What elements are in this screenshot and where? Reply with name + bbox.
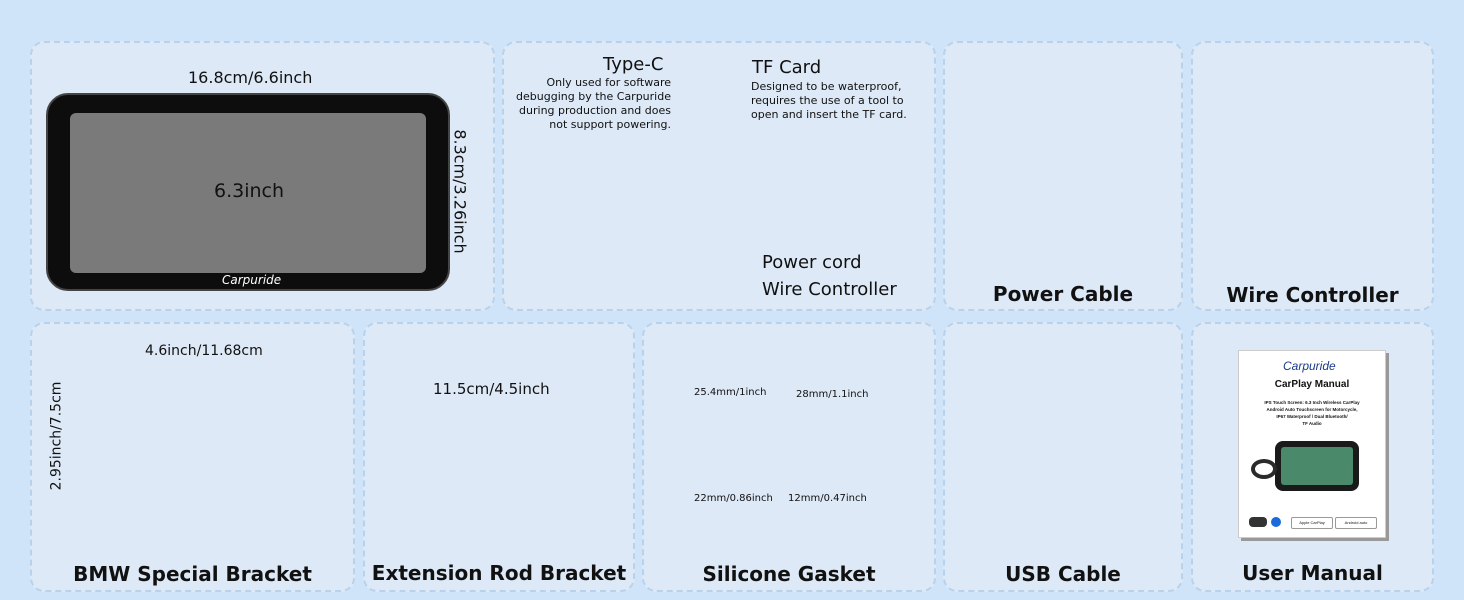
usb-cable-label: USB Cable: [1005, 562, 1121, 586]
screen-brand-logo: Carpuride: [222, 273, 282, 287]
power-cord-label: Power cord: [762, 252, 862, 273]
bmw-height-label: 2.95inch/7.5cm: [48, 381, 65, 491]
manual-motorcycle-icon: [1249, 517, 1267, 527]
screen-diagonal-label: 6.3inch: [214, 180, 285, 202]
gasket-size-2: 28mm/1.1inch: [796, 389, 869, 400]
power-cable-label: Power Cable: [992, 282, 1134, 306]
screen-width-label: 16.8cm/6.6inch: [182, 68, 319, 87]
screen-device: [46, 93, 450, 291]
manual-subtitle: IPS Touch Screen: 6.3 Inch Wireless CarP…: [1264, 400, 1360, 426]
manual-brand: Carpuride: [1283, 359, 1336, 373]
bmw-bracket-label: BMW Special Bracket: [73, 562, 312, 586]
gasket-size-3: 22mm/0.86inch: [694, 493, 773, 504]
manual-mount-icon: [1251, 459, 1277, 479]
manual-badge-carplay: Apple CarPlay: [1291, 517, 1333, 529]
silicone-gasket-label: Silicone Gasket: [702, 562, 876, 586]
extension-length-label: 11.5cm/4.5inch: [430, 380, 553, 398]
extension-rod-label: Extension Rod Bracket: [371, 561, 627, 585]
gasket-size-1: 25.4mm/1inch: [694, 387, 767, 398]
manual-cover: Carpuride CarPlay Manual IPS Touch Scree…: [1238, 350, 1386, 538]
screen-height-label: 8.3cm/3.26inch: [450, 123, 470, 260]
manual-title: CarPlay Manual: [1274, 379, 1350, 390]
bmw-width-label: 4.6inch/11.68cm: [142, 343, 266, 359]
wire-controller-label: Wire Controller: [1226, 283, 1399, 307]
user-manual-label: User Manual: [1242, 561, 1383, 585]
tf-card-note: Designed to be waterproof, requires the …: [751, 80, 907, 121]
manual-badge-android: Android auto: [1335, 517, 1377, 529]
typec-note: Only used for software debugging by the …: [516, 76, 671, 131]
silicone-gasket-card: [642, 322, 936, 592]
tf-card-title: TF Card: [752, 57, 822, 78]
typec-title: Type-C: [603, 54, 664, 75]
manual-logo-icon: [1271, 517, 1281, 527]
gasket-size-4: 12mm/0.47inch: [788, 493, 867, 504]
wire-controller-port-label: Wire Controller: [762, 279, 897, 300]
manual-device-image: [1275, 441, 1359, 491]
screen-display: [70, 113, 426, 273]
